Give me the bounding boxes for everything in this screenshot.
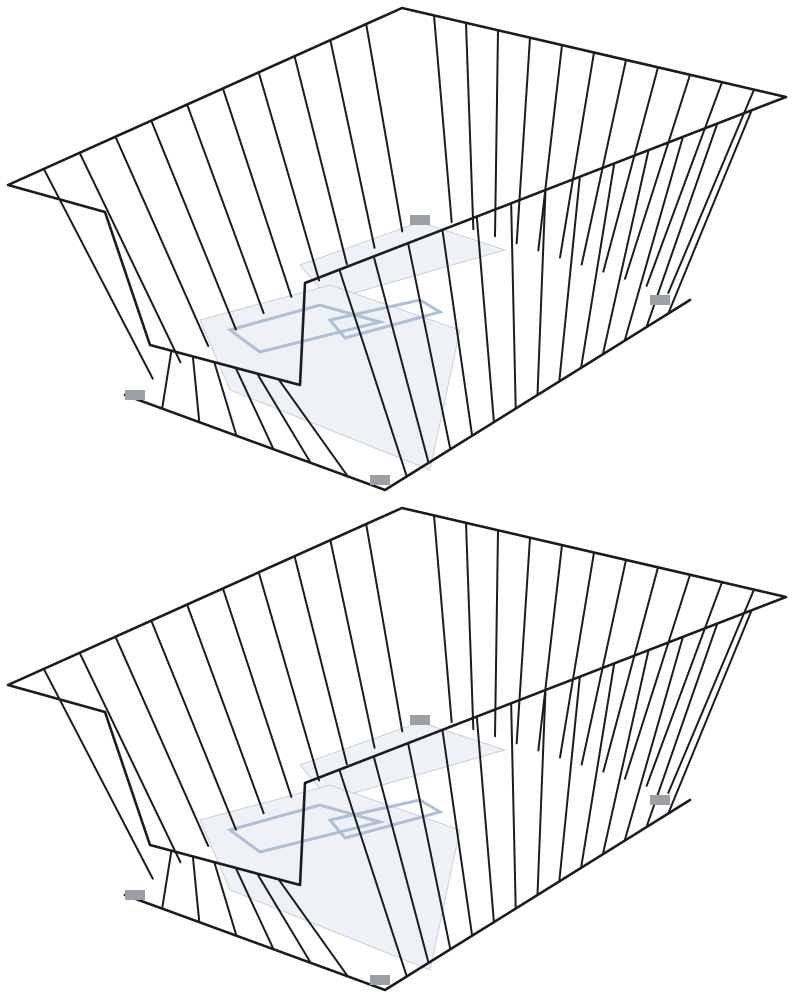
front-right-wire xyxy=(475,215,495,424)
front-left-wire xyxy=(277,878,349,978)
back-right-wire xyxy=(433,14,453,224)
front-left-wire xyxy=(234,866,275,951)
back-right-wire xyxy=(667,88,755,294)
wire-clip xyxy=(125,890,145,900)
front-right-wire xyxy=(372,255,430,464)
back-left-wire xyxy=(293,55,348,266)
wire-clip xyxy=(370,975,390,985)
front-right-wire xyxy=(623,635,684,842)
back-right-wire xyxy=(465,521,475,731)
back-left-wire xyxy=(221,587,293,798)
back-left-wire xyxy=(221,87,293,298)
envelope-window xyxy=(327,798,444,840)
front-right-wire xyxy=(667,109,753,315)
front-left-wire xyxy=(161,849,173,910)
back-right-wire xyxy=(580,558,627,766)
wire-clip xyxy=(125,390,145,400)
back-right-wire xyxy=(580,58,627,266)
back-left-wire xyxy=(365,523,404,733)
front-left-wire xyxy=(213,361,238,437)
wire-clip xyxy=(410,715,430,725)
back-left-wire xyxy=(78,151,182,364)
front-right-wire xyxy=(667,609,753,815)
front-right-wire xyxy=(441,728,474,937)
front-left-wire xyxy=(161,349,173,410)
front-right-wire xyxy=(580,162,616,369)
wire-clip xyxy=(410,215,430,225)
front-right-wire xyxy=(338,268,408,478)
front-left-wire xyxy=(256,372,312,464)
back-right-wire xyxy=(602,566,659,773)
back-right-wire xyxy=(537,544,563,752)
back-left-wire xyxy=(293,555,348,766)
front-left-wire xyxy=(213,861,238,937)
front-right-wire xyxy=(510,202,517,410)
front-right-wire xyxy=(601,649,650,856)
back-right-wire xyxy=(515,36,531,245)
back-left-wire xyxy=(329,539,376,749)
wire-basket-bottom xyxy=(6,506,788,992)
back-left-wire xyxy=(329,39,376,249)
front-right-wire xyxy=(536,189,547,396)
wire-clip xyxy=(650,295,670,305)
back-left-wire xyxy=(186,603,265,815)
back-left-wire xyxy=(42,667,154,880)
back-left-wire xyxy=(78,651,182,864)
front-left-wire xyxy=(277,378,349,478)
back-right-wire xyxy=(645,581,723,787)
front-right-wire xyxy=(510,702,517,910)
back-right-wire xyxy=(624,573,691,780)
front-right-wire xyxy=(558,675,581,883)
back-right-wire xyxy=(559,551,595,759)
front-right-wire xyxy=(645,622,719,829)
back-right-wire xyxy=(494,529,499,738)
back-right-wire xyxy=(537,44,563,252)
envelope xyxy=(199,784,461,971)
front-left-wire xyxy=(234,366,275,451)
front-right-wire xyxy=(623,135,684,342)
wire-basket-top xyxy=(6,6,788,492)
front-right-wire xyxy=(601,149,650,356)
back-right-wire xyxy=(465,21,475,231)
back-left-wire xyxy=(114,635,210,847)
front-left-wire xyxy=(256,872,312,964)
front-right-wire xyxy=(558,175,581,383)
back-right-wire xyxy=(667,588,755,794)
front-left-wire xyxy=(191,355,201,424)
envelope-window xyxy=(226,803,386,854)
front-right-wire xyxy=(441,228,474,437)
back-right-wire xyxy=(624,73,691,280)
back-left-wire xyxy=(42,167,154,380)
front-right-wire xyxy=(475,715,495,924)
back-left-wire xyxy=(114,135,210,347)
back-left-wire xyxy=(257,571,321,782)
front-right-wire xyxy=(407,742,452,951)
front-right-wire xyxy=(580,662,616,869)
front-right-wire xyxy=(645,122,719,329)
envelope-window xyxy=(226,303,386,354)
back-left-wire xyxy=(365,23,404,233)
back-left-wire xyxy=(150,619,237,831)
back-left-wire xyxy=(186,103,265,315)
back-right-wire xyxy=(515,536,531,745)
envelope xyxy=(199,284,461,471)
wire-clip xyxy=(650,795,670,805)
back-right-wire xyxy=(559,51,595,259)
front-right-wire xyxy=(407,242,452,451)
front-left-wire xyxy=(191,855,201,924)
front-right-wire xyxy=(338,768,408,978)
basket-base xyxy=(123,798,692,992)
wire-clip xyxy=(370,475,390,485)
back-right-wire xyxy=(602,66,659,273)
front-right-wire xyxy=(536,689,547,896)
back-left-wire xyxy=(150,119,237,331)
envelope-window xyxy=(327,298,444,340)
back-right-wire xyxy=(645,81,723,287)
back-left-wire xyxy=(257,71,321,282)
back-right-wire xyxy=(494,29,499,238)
front-right-wire xyxy=(372,755,430,964)
back-right-wire xyxy=(433,514,453,724)
basket-base xyxy=(123,298,692,492)
